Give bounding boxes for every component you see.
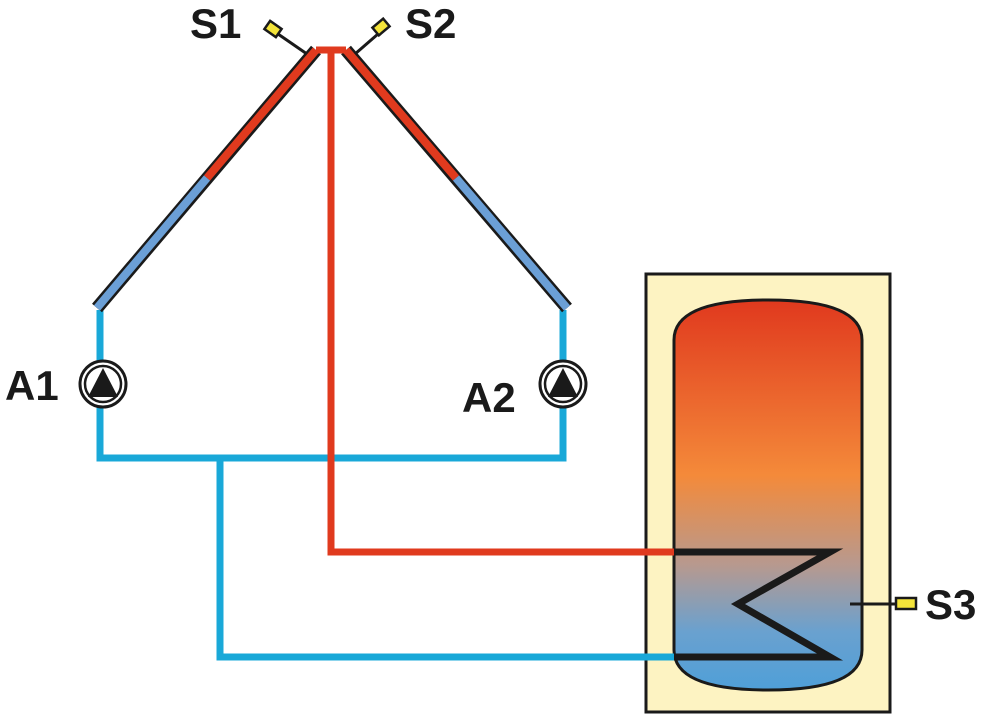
- pump-icon: [538, 359, 588, 409]
- label-s1: S1: [190, 0, 241, 47]
- temperature-sensor-icon: [262, 19, 308, 56]
- temperature-sensor-icon: [354, 16, 392, 56]
- pump-icon: [78, 359, 128, 409]
- collector-1: [92, 45, 321, 313]
- hot-flow-pipe: [316, 46, 676, 556]
- collector-2: [341, 45, 572, 313]
- label-s2: S2: [405, 0, 456, 47]
- heat-exchanger-coil-icon: [674, 548, 844, 661]
- cold-return-piping: [96, 310, 676, 661]
- label-a1: A1: [5, 362, 59, 409]
- label-a2: A2: [462, 374, 516, 421]
- temperature-sensor-icon: [850, 596, 918, 611]
- label-s3: S3: [925, 581, 976, 628]
- storage-tank: [672, 298, 864, 692]
